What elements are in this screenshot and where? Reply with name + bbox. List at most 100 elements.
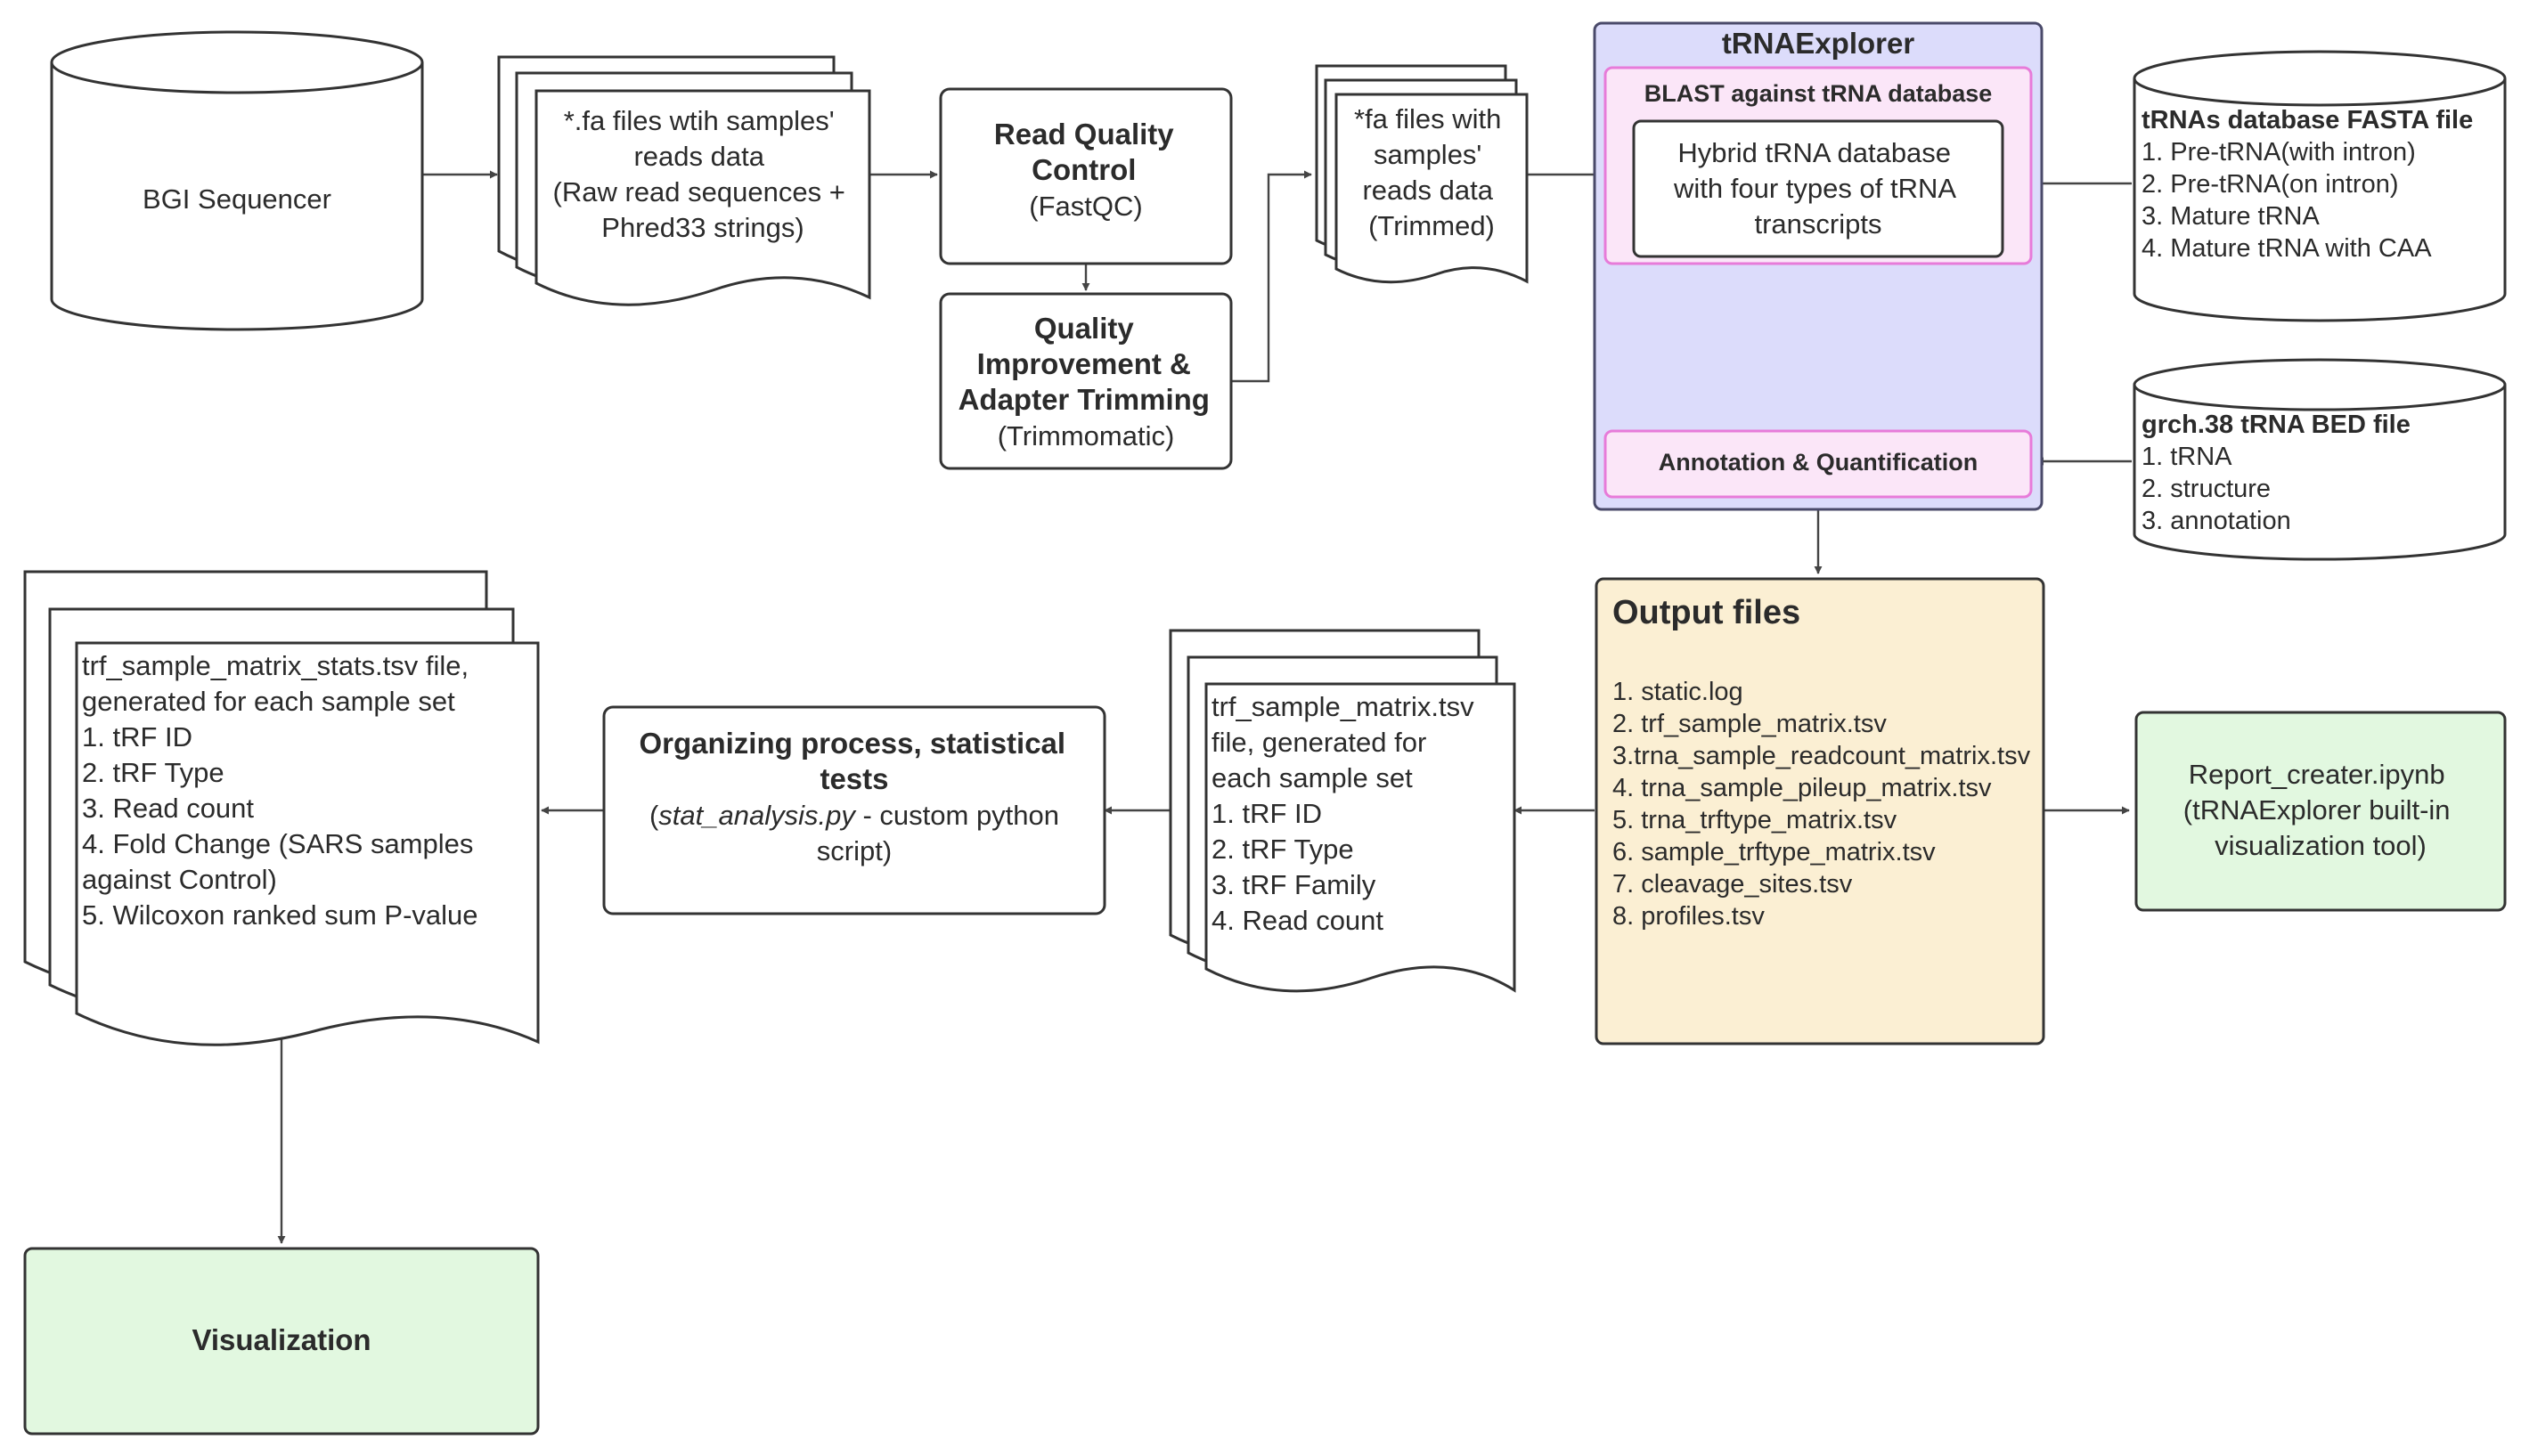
output-files-list: 1. static.log 2. trf_sample_matrix.tsv 3… <box>1612 678 2037 931</box>
quality-improvement-box <box>939 292 1233 470</box>
organizing-paren-open: ( <box>649 800 659 831</box>
output-file-item-7: 7. cleavage_sites.tsv <box>1612 870 1853 899</box>
trnaexplorer-title: tRNAExplorer <box>1722 27 1915 60</box>
output-file-item-6: 6. sample_trftype_matrix.tsv <box>1612 838 1936 866</box>
report-creater-line-1: Report_creater.ipynb <box>2189 759 2445 790</box>
sequencer-label: BGI Sequencer <box>143 183 331 215</box>
annotation-box <box>1603 429 2033 499</box>
hybrid-db-line-3: transcripts <box>1755 208 1882 240</box>
node-trimmed-fa-files[interactable]: *fa files with samples' reads data (Trim… <box>1315 64 1529 284</box>
raw-files-line-1: *.fa files wtih samples' <box>564 105 835 136</box>
node-trnaexplorer[interactable]: tRNAExplorer BLAST against tRNA database… <box>1593 21 2044 511</box>
report-creater-text: Report_creater.ipynb (tRNAExplorer built… <box>2183 759 2458 861</box>
output-file-item-2: 2. trf_sample_matrix.tsv <box>1612 710 1887 738</box>
node-output-files[interactable]: Output files 1. static.log 2. trf_sample… <box>1595 577 2045 1045</box>
organizing-script: (stat_analysis.py - custom python <box>649 800 1059 831</box>
organizing-box <box>602 705 1106 915</box>
node-raw-fa-files[interactable]: *.fa files wtih samples' reads data (Raw… <box>497 55 871 306</box>
organizing-title-1: Organizing process, statistical <box>639 727 1065 760</box>
fasta-db-title: tRNAs database FASTA file <box>2142 106 2473 134</box>
stats-file-line-2: generated for each sample set <box>82 686 455 717</box>
stats-file-line-6: 4. Fold Change (SARS samples <box>82 828 473 859</box>
stats-file-front-sheet <box>75 641 540 1046</box>
node-visualization[interactable]: Visualization <box>23 1247 540 1436</box>
hybrid-db-line-1: Hybrid tRNA database <box>1677 137 1951 168</box>
stats-file-line-4: 2. tRF Type <box>82 757 224 788</box>
bed-file-text: grch.38 tRNA BED file 1. tRNA 2. structu… <box>2142 411 2414 535</box>
organizing-text: Organizing process, statistical tests <box>639 727 1069 795</box>
node-trna-fasta-database[interactable]: tRNAs database FASTA file 1. Pre-tRNA(wi… <box>2133 50 2507 322</box>
node-quality-improvement[interactable]: Quality Improvement & Adapter Trimming (… <box>939 292 1233 470</box>
trf-matrix-line-7: 4. Read count <box>1212 905 1383 936</box>
read-quality-title-1: Read Quality <box>994 118 1174 150</box>
fasta-db-item-1: 1. Pre-tRNA(with intron) <box>2142 138 2416 167</box>
edge-quality-improvement-to-trimmed-files <box>1231 170 1312 383</box>
bed-file-title: grch.38 tRNA BED file <box>2142 411 2411 439</box>
hybrid-db-box <box>1632 119 2004 258</box>
trimmed-files-line-4: (Trimmed) <box>1368 210 1495 241</box>
stats-file-line-5: 3. Read count <box>82 793 254 824</box>
fasta-db-item-4: 4. Mature tRNA with CAA <box>2142 234 2432 263</box>
fasta-db-text: tRNAs database FASTA file 1. Pre-tRNA(wi… <box>2142 106 2477 263</box>
node-trf-sample-matrix-stats[interactable]: trf_sample_matrix_stats.tsv file, genera… <box>23 570 540 1046</box>
raw-files-text: *.fa files wtih samples' reads data (Raw… <box>553 105 853 243</box>
node-read-quality-control[interactable]: Read Quality Control (FastQC) <box>939 87 1233 265</box>
node-grch38-bed-file[interactable]: grch.38 tRNA BED file 1. tRNA 2. structu… <box>2133 358 2507 561</box>
annotation-label: Annotation & Quantification <box>1659 449 1978 476</box>
output-file-item-1: 1. static.log <box>1612 678 1743 706</box>
bed-file-item-3: 3. annotation <box>2142 507 2291 535</box>
fasta-db-item-3: 3. Mature tRNA <box>2142 202 2320 231</box>
trimmed-files-front-sheet <box>1334 93 1529 284</box>
trf-matrix-line-1: trf_sample_matrix.tsv <box>1212 691 1474 722</box>
sequencer-cylinder-top <box>50 30 424 94</box>
trimmed-files-line-1: *fa files with <box>1354 103 1501 134</box>
report-creater-box <box>2134 711 2507 912</box>
output-file-item-4: 4. trna_sample_pileup_matrix.tsv <box>1612 774 1992 802</box>
node-organizing-process[interactable]: Organizing process, statistical tests (s… <box>602 705 1106 915</box>
trimmed-files-line-2: samples' <box>1374 139 1481 170</box>
trf-matrix-line-4: 1. tRF ID <box>1212 798 1322 829</box>
trf-matrix-line-3: each sample set <box>1212 762 1413 793</box>
blast-label: BLAST against tRNA database <box>1644 80 1993 107</box>
raw-files-line-3: (Raw read sequences + <box>553 176 845 207</box>
bed-file-item-1: 1. tRNA <box>2142 443 2232 471</box>
raw-files-line-4: Phred33 strings) <box>601 212 804 243</box>
quality-improvement-title-3: Adapter Trimming <box>959 383 1210 416</box>
read-quality-box <box>939 87 1233 265</box>
node-report-creater[interactable]: Report_creater.ipynb (tRNAExplorer built… <box>2134 711 2507 912</box>
fasta-db-cylinder-body <box>2133 78 2507 322</box>
fasta-db-item-2: 2. Pre-tRNA(on intron) <box>2142 170 2399 199</box>
stats-file-line-3: 1. tRF ID <box>82 721 192 752</box>
raw-files-line-2: reads data <box>633 141 764 172</box>
fasta-db-cylinder-top <box>2133 50 2507 107</box>
bed-file-item-2: 2. structure <box>2142 475 2271 503</box>
organizing-title-2: tests <box>820 762 888 795</box>
organizing-script-name: stat_analysis.py <box>658 800 857 831</box>
trf-matrix-front-sheet <box>1204 682 1516 993</box>
raw-files-front-sheet <box>534 89 871 306</box>
node-bgi-sequencer[interactable]: BGI Sequencer <box>50 30 424 331</box>
node-trf-sample-matrix[interactable]: trf_sample_matrix.tsv file, generated fo… <box>1169 629 1516 993</box>
output-files-title: Output files <box>1612 594 1800 631</box>
visualization-label: Visualization <box>192 1323 371 1356</box>
hybrid-db-text: Hybrid tRNA database with four types of … <box>1673 137 1962 240</box>
read-quality-text: Read Quality Control (FastQC) <box>994 118 1178 222</box>
read-quality-subtitle: (FastQC) <box>1029 191 1142 222</box>
output-files-box <box>1595 577 2045 1045</box>
report-creater-line-2: (tRNAExplorer built-in <box>2183 794 2451 826</box>
quality-improvement-subtitle: (Trimmomatic) <box>998 420 1175 451</box>
report-creater-line-3: visualization tool) <box>2215 830 2427 861</box>
read-quality-title-2: Control <box>1032 153 1136 186</box>
bed-file-cylinder-top <box>2133 358 2507 411</box>
quality-improvement-title-2: Improvement & <box>977 347 1191 380</box>
output-file-item-5: 5. trna_trftype_matrix.tsv <box>1612 806 1897 834</box>
quality-improvement-title-1: Quality <box>1034 312 1135 345</box>
trf-matrix-line-5: 2. tRF Type <box>1212 834 1354 865</box>
bed-file-cylinder-body <box>2133 385 2507 561</box>
visualization-box <box>23 1247 540 1436</box>
stats-file-line-1: trf_sample_matrix_stats.tsv file, <box>82 650 469 681</box>
stats-file-text: trf_sample_matrix_stats.tsv file, genera… <box>82 650 481 931</box>
connector-edges <box>277 170 2132 1244</box>
